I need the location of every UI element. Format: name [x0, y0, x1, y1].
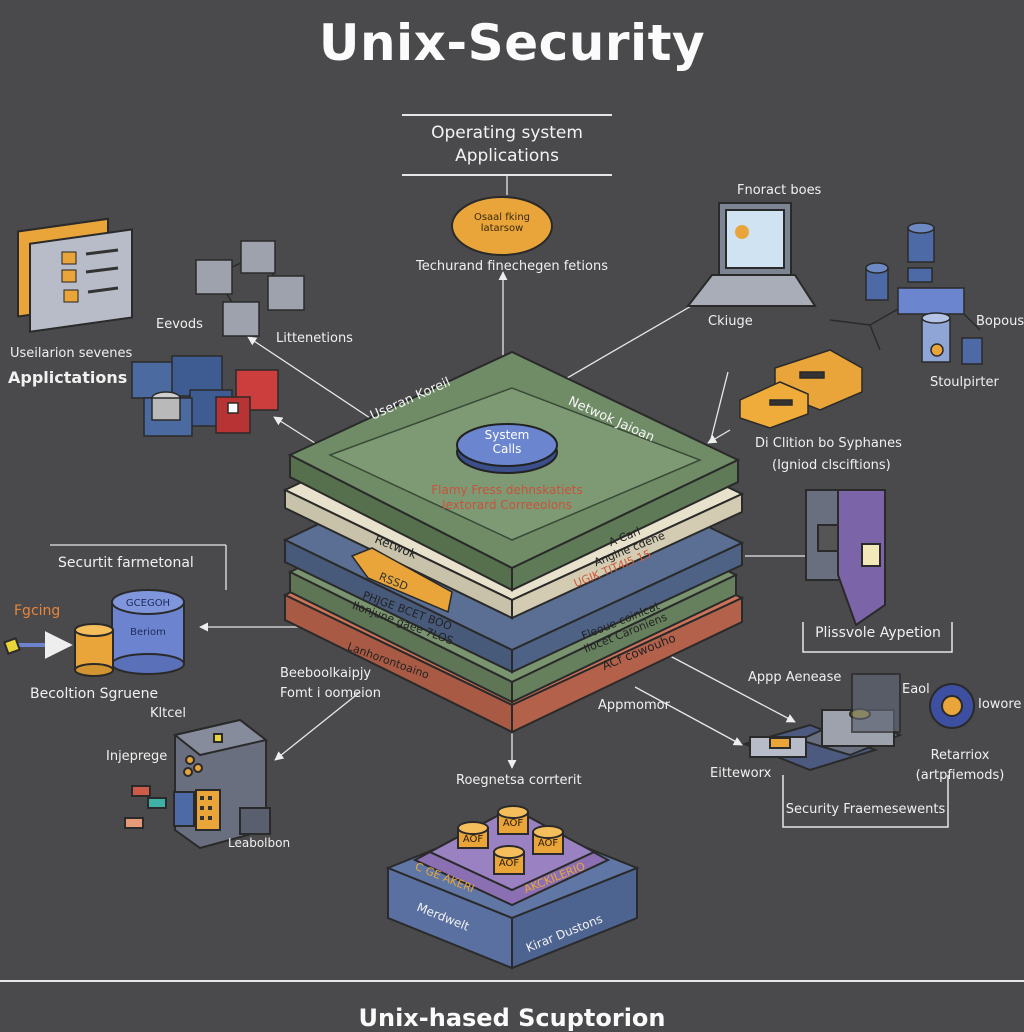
right-mid-box-rules — [802, 622, 953, 653]
connector-lines — [50, 174, 809, 769]
left-label-c: Useilarion sevenes — [10, 346, 133, 361]
bottom-left-label-c: Leabolbon — [228, 836, 291, 850]
bottom-right-label-e: Retarriox (artpfiemods) — [915, 748, 1005, 783]
bottom-right-box-label: Security Fraemesewents — [785, 802, 946, 817]
right-label-b: Ckiuge — [708, 314, 753, 329]
cylinder-text-2: Beriom — [130, 627, 166, 638]
server-cylinders-icon — [829, 222, 983, 365]
acl-chip-3: AOF — [537, 838, 559, 849]
right-label-d: Stoulpirter — [930, 375, 999, 390]
process-oval — [451, 196, 553, 256]
left-label-b: Littenetions — [276, 331, 353, 346]
right-label-e: Di Clition bo Syphanes — [755, 436, 902, 451]
bottom-right-label-a: Appp Aenease — [748, 670, 842, 685]
header-line-2: Applications — [455, 146, 559, 166]
bottom-left-label-b: Injeprege — [106, 749, 168, 764]
left-mid-label-a: Beeboolkaipjy — [280, 666, 372, 681]
bottom-center-caption: Roegnetsa corrterit — [456, 773, 582, 788]
footer-rule — [0, 980, 1024, 982]
right-mid-caption: Plissvole Aypetion — [815, 625, 941, 641]
header-line-1: Operating system — [431, 123, 583, 143]
bottom-right-label-b: Appmomor — [598, 698, 670, 713]
diagram-title: Unix-Security — [318, 14, 706, 72]
purple-lock-panel — [805, 489, 886, 627]
bottom-right-label-c: Eaol — [902, 682, 930, 697]
bottom-right-label-d: Iowore — [978, 697, 1022, 712]
left-mid-caption: Becoltion Sgruene — [30, 686, 159, 702]
layer-stack — [282, 350, 745, 734]
gold-blocks-icon — [739, 349, 863, 429]
bottom-right-label-f: Eitteworx — [710, 766, 772, 781]
kernel-red-text: Flamy Fress dehnskatiets Iextorard Corre… — [431, 483, 583, 512]
left-mid-box-label: Securtit farmetonal — [58, 555, 194, 571]
left-label-a: Eevods — [156, 317, 203, 332]
security-framework-devices — [741, 673, 975, 772]
header-box: Operating system Applications — [402, 122, 612, 168]
acl-chips — [457, 805, 564, 875]
bottom-left-label-a: Kltcel — [150, 706, 186, 721]
cylinder-text-1: GCEGOH — [125, 598, 171, 609]
acl-chip-4: AOF — [498, 858, 520, 869]
security-database-icon — [3, 589, 185, 677]
left-label-d: Applictations — [8, 368, 128, 387]
block-cluster-icon — [131, 355, 279, 437]
bottom-right-box-rules — [782, 775, 949, 828]
center-top-caption: Techurand finechegen fetions — [416, 259, 608, 274]
cube-network-icon — [195, 240, 305, 337]
system-calls-label: System Calls — [484, 428, 530, 456]
left-mid-tag: Fgcing — [14, 603, 61, 619]
server-tower-icon — [124, 718, 271, 850]
right-label-a: Fnoract boes — [737, 183, 822, 198]
checklist-icon — [17, 217, 133, 333]
laptop-icon — [685, 202, 817, 307]
acl-chip-2: AOF — [502, 818, 524, 829]
footer-title: Unix-hased Scuptorion — [358, 1004, 666, 1032]
right-label-f: (Igniod clsciftions) — [772, 458, 891, 473]
right-label-c: Bopous — [976, 314, 1024, 329]
left-mid-label-b: Fomt i oomeion — [280, 686, 381, 701]
oval-label: Osaal fking latarsow — [473, 212, 531, 234]
acl-chip-1: AOF — [462, 834, 484, 845]
header-top-rule — [402, 114, 612, 116]
